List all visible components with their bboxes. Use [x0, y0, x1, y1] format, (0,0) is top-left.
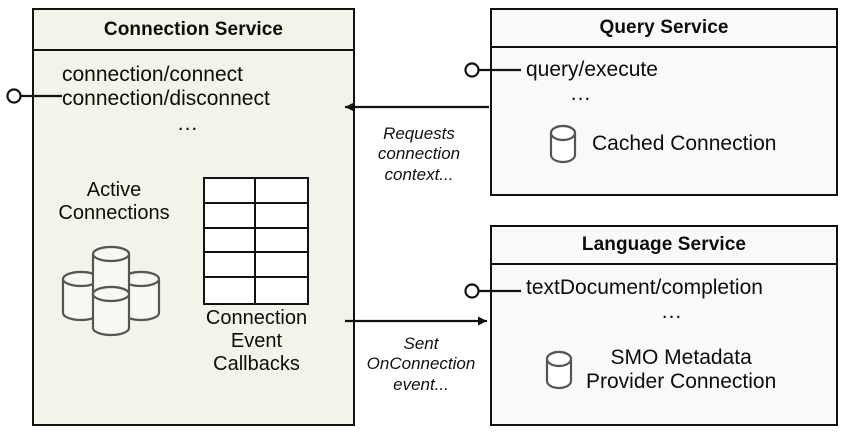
callbacks-label-line2: Event [230, 329, 283, 352]
language-service-resource-label-line1: SMO Metadata [610, 345, 752, 369]
table-cell [256, 278, 307, 303]
database-cylinder-icon [544, 349, 574, 391]
edge-label-requests-connection-context: Requests connection context... [358, 124, 480, 185]
connection-service-header: Connection Service [34, 10, 353, 51]
connection-service-interface-list: connection/connect connection/disconnect… [62, 63, 342, 136]
table-cell [256, 179, 307, 204]
language-service-header: Language Service [492, 227, 836, 265]
connection-service-title: Connection Service [103, 18, 284, 40]
database-cylinder-icon [548, 123, 578, 165]
interface-item-query-execute: query/execute [526, 58, 658, 81]
language-service-interface-list: textDocument/completion ... [526, 276, 836, 325]
edge-label-line2: OnConnection [366, 354, 476, 374]
language-service-interface-ellipsis: ... [661, 300, 683, 324]
query-service-box[interactable]: Query Service [490, 8, 838, 196]
table-cell [256, 253, 307, 279]
table-cell [205, 228, 256, 254]
query-service-interface-ellipsis: ... [570, 82, 592, 106]
callbacks-label-line1: Connection [205, 307, 308, 329]
interface-item-connection-disconnect: connection/disconnect [62, 87, 270, 111]
connection-service-interface-ellipsis: ... [177, 111, 199, 135]
table-cell [256, 203, 307, 229]
interface-item-textdocument-completion: textDocument/completion [526, 276, 763, 299]
table-cell [205, 179, 256, 204]
edge-label-line1: Sent [403, 334, 439, 353]
edge-label-line2: connection [377, 144, 461, 164]
query-service-title: Query Service [599, 17, 729, 38]
query-service-interface-list: query/execute ... [526, 58, 826, 107]
edge-label-line3: context... [384, 164, 454, 184]
database-cylinder-icon-svg [545, 350, 573, 390]
edge-label-line3: event... [393, 374, 449, 394]
database-cluster-icon [55, 243, 167, 341]
language-service-resource-label-line2: Provider Connection [586, 370, 777, 393]
table-cell [205, 253, 256, 279]
active-connections-label-line1: Active [86, 179, 142, 201]
language-service-box[interactable]: Language Service [490, 225, 838, 426]
table-cell [256, 228, 307, 254]
active-connections-label-line2: Connections [58, 201, 170, 224]
edge-label-line1: Requests [383, 124, 455, 143]
active-connections-label: Active Connections [40, 179, 188, 225]
query-service-resource-label: Cached Connection [592, 132, 777, 155]
query-service-resource-row: Cached Connection [548, 122, 776, 166]
connection-event-callbacks-table[interactable] [203, 177, 309, 305]
connection-event-callbacks-label: Connection Event Callbacks [184, 307, 329, 375]
table-cell [205, 203, 256, 229]
interface-item-connection-connect: connection/connect [62, 63, 243, 86]
language-service-resource-row: SMO Metadata Provider Connection [544, 340, 776, 400]
table-cell [205, 278, 256, 303]
database-cylinder-icon-svg [549, 124, 577, 164]
database-cluster-icon-svg [61, 245, 161, 337]
language-service-resource-label: SMO Metadata Provider Connection [586, 346, 776, 395]
edge-label-sent-onconnection-event: Sent OnConnection event... [356, 334, 486, 395]
query-service-header: Query Service [492, 10, 836, 48]
language-service-title: Language Service [581, 234, 747, 255]
callbacks-label-line3: Callbacks [213, 352, 300, 375]
